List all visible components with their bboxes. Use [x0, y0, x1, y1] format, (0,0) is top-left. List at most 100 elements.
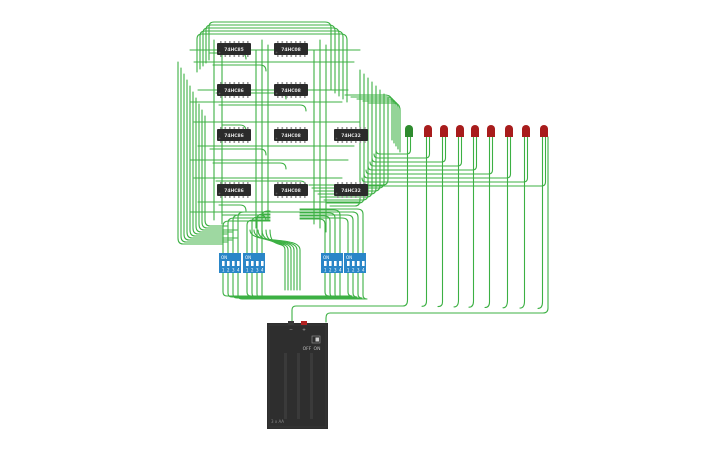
switch-off-label: OFF: [303, 346, 312, 352]
wire: [365, 169, 494, 175]
dip-number: 1: [246, 268, 249, 273]
wire: [180, 67, 228, 243]
ic-chip[interactable]: 74HC08: [274, 182, 308, 198]
chip-pin: [238, 55, 240, 57]
wire: [208, 21, 332, 91]
dip-number: 1: [347, 268, 350, 273]
chip-pin: [238, 82, 240, 84]
led-body: [505, 125, 513, 137]
led-red[interactable]: [424, 125, 432, 137]
ic-chip[interactable]: 74HC86: [217, 127, 251, 143]
dip-on-label: ON: [245, 255, 251, 260]
chip-pin: [242, 141, 245, 143]
led-red[interactable]: [505, 125, 513, 137]
wire: [189, 85, 223, 237]
wire: [256, 272, 297, 299]
chip-pin: [277, 196, 279, 198]
chip-pin: [242, 55, 245, 57]
battery-pack[interactable]: − + OFF ON 3 x AA: [267, 321, 328, 429]
dip-switch[interactable]: ON 1 2 3 4: [243, 253, 265, 273]
ic-chip[interactable]: 74HC08: [274, 127, 308, 143]
dip-number: 4: [261, 268, 264, 273]
chip-pin: [286, 55, 288, 57]
ic-chip[interactable]: 74HC85: [217, 41, 251, 57]
ic-chip[interactable]: 74HC32: [334, 182, 368, 198]
chip-pin: [281, 55, 284, 57]
battery-plus-terminal[interactable]: [301, 321, 307, 325]
wire: [218, 104, 307, 112]
chip-pin: [220, 127, 222, 129]
dip-on-label: ON: [221, 255, 227, 260]
ic-chip[interactable]: 74HC86: [217, 182, 251, 198]
chip-pin: [341, 141, 344, 143]
battery-minus-terminal[interactable]: [288, 321, 294, 325]
chip-pin: [346, 182, 348, 184]
dip-switch[interactable]: ON 1 2 3 4: [321, 253, 343, 273]
chip-notch: [218, 192, 221, 195]
wire: [295, 272, 335, 298]
chip-pin: [224, 82, 227, 84]
wire: [363, 173, 512, 179]
dip-number: 2: [227, 268, 230, 273]
led-red[interactable]: [456, 125, 464, 137]
wire: [251, 272, 297, 298]
chip-pin: [304, 96, 306, 98]
led-red[interactable]: [487, 125, 495, 137]
chip-pin: [242, 182, 245, 184]
chip-pin: [277, 55, 279, 57]
wire: [212, 162, 287, 170]
chip-pin: [286, 41, 288, 43]
chip-pin: [341, 127, 344, 129]
led-red[interactable]: [540, 125, 548, 137]
chip-pin: [238, 41, 240, 43]
chip-pin: [242, 127, 245, 129]
dip-number: 1: [324, 268, 327, 273]
chip-pin: [299, 55, 302, 57]
chip-pin: [229, 182, 231, 184]
chip-pin: [286, 141, 288, 143]
chip-pin: [304, 196, 306, 198]
chip-pin: [299, 127, 302, 129]
wire: [373, 153, 431, 159]
switch-on-label: ON: [314, 346, 321, 352]
wire: [246, 272, 297, 297]
ic-chip[interactable]: 74HC08: [274, 82, 308, 98]
chip-pin: [337, 182, 339, 184]
chip-pin: [224, 141, 227, 143]
chip-pin: [281, 127, 284, 129]
led-red[interactable]: [440, 125, 448, 137]
wire: [537, 136, 544, 309]
chip-label: 74HC86: [224, 133, 244, 139]
dip-switch[interactable]: ON 1 2 3 4: [219, 253, 241, 273]
chip-pin: [364, 182, 366, 184]
chip-pin: [238, 196, 240, 198]
chip-label: 74HC86: [224, 88, 244, 94]
wire: [484, 136, 491, 309]
chip-pin: [233, 82, 236, 84]
led-red[interactable]: [522, 125, 530, 137]
chip-pin: [220, 55, 222, 57]
ic-chip[interactable]: 74HC32: [334, 127, 368, 143]
chip-pin: [233, 96, 236, 98]
wire: [299, 215, 331, 254]
ic-chip[interactable]: 74HC86: [217, 82, 251, 98]
wire: [437, 136, 444, 308]
chip-pin: [350, 196, 353, 198]
wire: [299, 217, 349, 254]
wire: [227, 272, 297, 298]
chip-pin: [299, 41, 302, 43]
led-red[interactable]: [471, 125, 479, 137]
power-switch[interactable]: [311, 335, 321, 344]
chip-pin: [281, 96, 284, 98]
wire: [299, 211, 359, 254]
chip-pin: [220, 96, 222, 98]
wire: [291, 305, 404, 322]
chip-pin: [229, 96, 231, 98]
led-body: [540, 125, 548, 137]
dip-switch[interactable]: ON 1 2 3 4: [344, 253, 366, 273]
chip-pin: [286, 182, 288, 184]
chip-pin: [299, 196, 302, 198]
led-green[interactable]: [405, 125, 413, 137]
chip-pin: [220, 41, 222, 43]
ic-chip[interactable]: 74HC08: [274, 41, 308, 57]
